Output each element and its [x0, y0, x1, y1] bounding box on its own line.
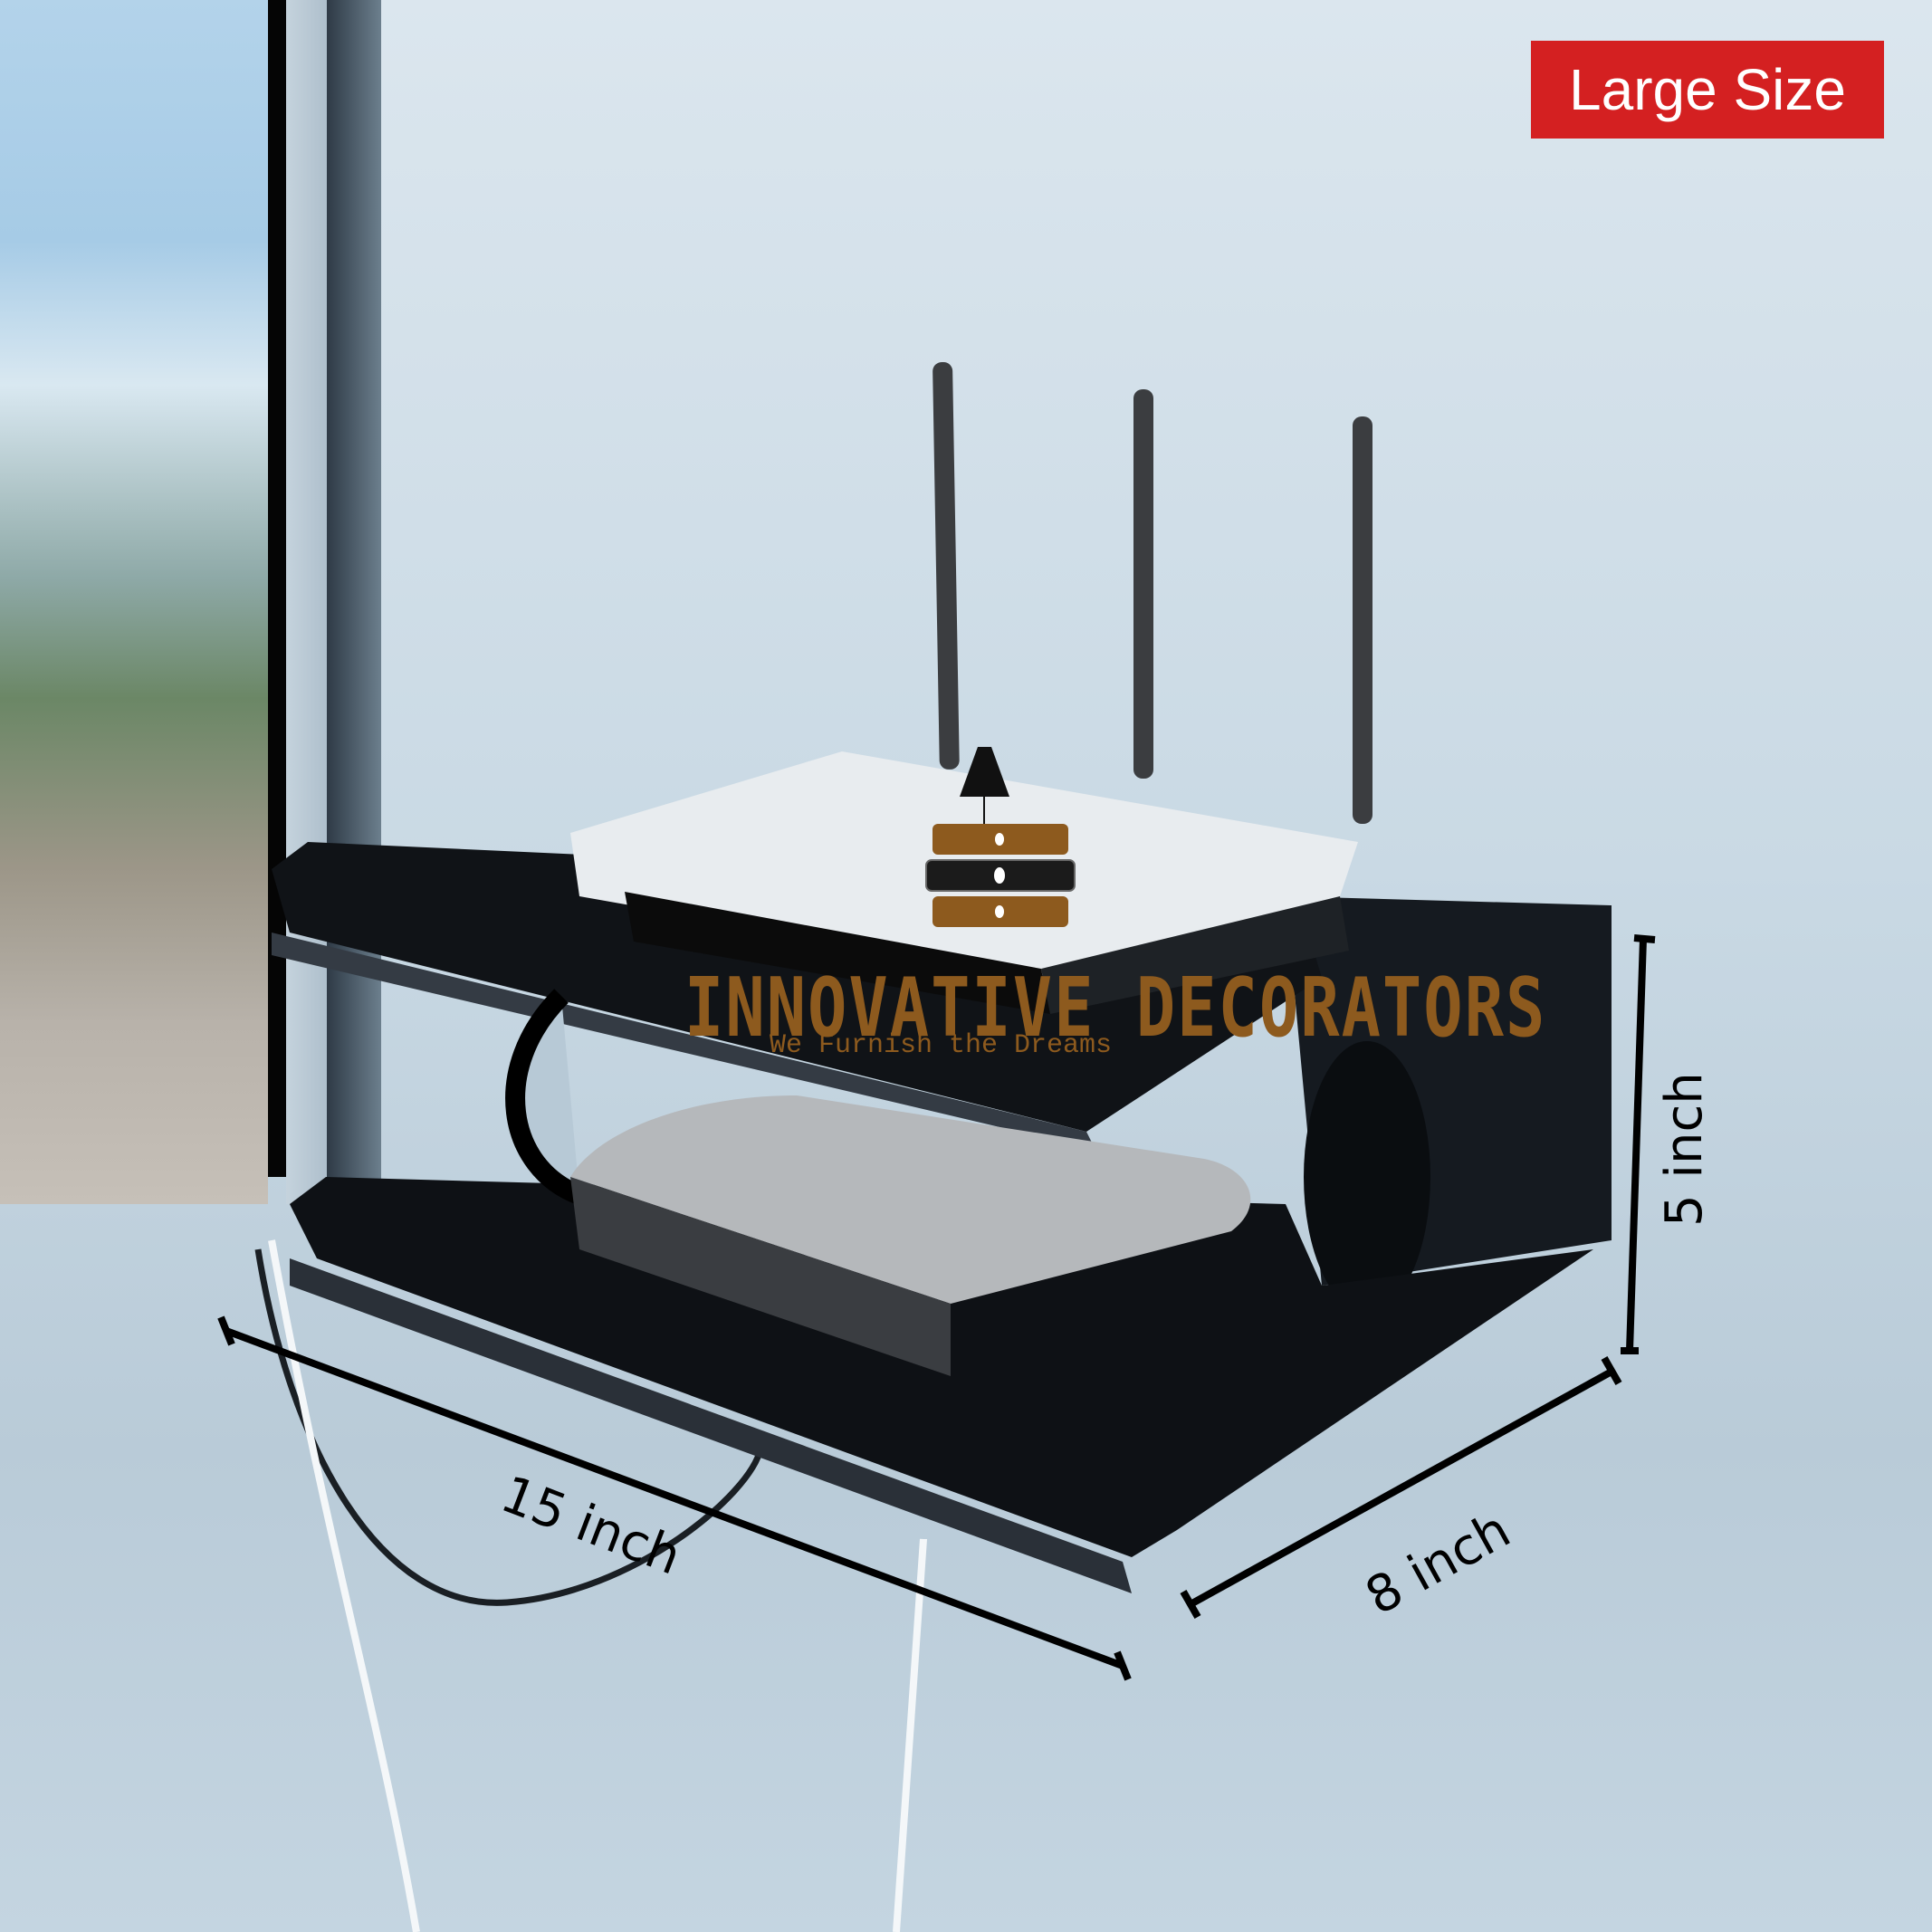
size-badge: Large Size	[1531, 41, 1884, 139]
watermark-tagline: We Furnish the Dreams	[770, 1030, 1113, 1061]
watermark-brand: INNOVATIVE DECORATORS	[684, 960, 1547, 1055]
lamp-on-drawer-cabinet-icon	[925, 747, 1076, 927]
dimension-height-label: 5 inch	[1655, 1072, 1714, 1227]
tv-back-panel	[327, 0, 381, 1204]
tv-screen	[0, 0, 268, 1204]
tv-side	[286, 0, 327, 1204]
